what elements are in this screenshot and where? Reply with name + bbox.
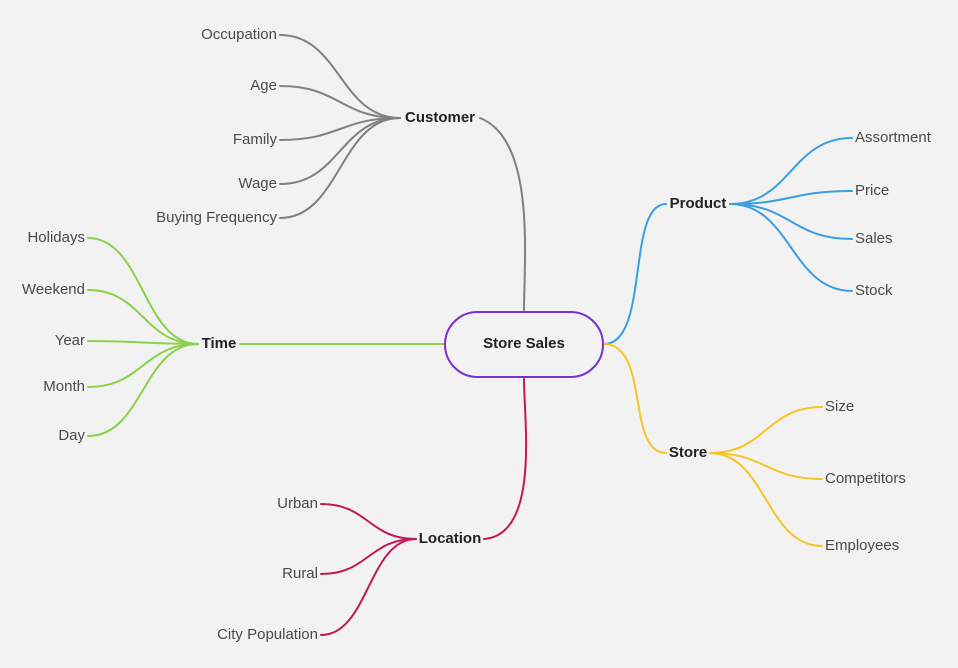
connector-store-leaf-1 [709,452,823,480]
connector-time-leaf-2 [87,340,199,345]
leaf-store-employees[interactable]: Employees [825,537,900,554]
leaf-store-competitors[interactable]: Competitors [825,470,906,487]
connector-product-leaf-0 [729,137,853,205]
connector-root-product [603,203,667,345]
connector-location-leaf-0 [320,503,417,540]
connector-product-leaf-1 [729,190,853,205]
branch-store[interactable]: Store [668,444,708,461]
leaf-time-day[interactable]: Day [58,427,85,444]
connector-location-leaf-2 [320,538,417,636]
connector-product-leaf-2 [729,203,853,240]
leaf-customer-wage[interactable]: Wage [238,175,277,192]
connector-customer-leaf-0 [279,34,401,119]
root-node[interactable] [444,311,604,378]
connector-customer-leaf-1 [279,85,401,119]
leaf-time-month[interactable]: Month [43,378,85,395]
branch-customer[interactable]: Customer [404,109,476,126]
connector-time-leaf-0 [87,237,199,345]
leaf-customer-occupation[interactable]: Occupation [201,26,277,43]
connector-customer-leaf-4 [279,117,401,219]
leaf-product-assortment[interactable]: Assortment [855,129,931,146]
connector-customer-leaf-2 [279,117,401,141]
leaf-product-price[interactable]: Price [855,182,890,199]
leaf-location-city-population[interactable]: City Population [217,626,318,643]
root-label[interactable]: Store Sales [483,335,565,352]
branch-location[interactable]: Location [418,530,482,547]
leaf-time-weekend[interactable]: Weekend [21,281,85,298]
leaf-customer-family[interactable]: Family [232,131,277,148]
leaf-product-stock[interactable]: Stock [855,282,893,299]
leaf-customer-age[interactable]: Age [250,77,277,94]
connector-root-location [483,378,528,540]
connector-time-leaf-3 [87,343,199,388]
connector-store-leaf-0 [709,406,823,454]
connector-product-leaf-3 [729,203,853,292]
connector-customer-leaf-3 [279,117,401,185]
leaf-location-rural[interactable]: Rural [282,565,318,582]
leaf-time-year[interactable]: Year [54,332,85,349]
connector-root-store [603,343,667,454]
leaf-time-holidays[interactable]: Holidays [27,229,85,246]
leaf-product-sales[interactable]: Sales [855,230,893,247]
connector-store-leaf-2 [709,452,823,547]
connector-time-leaf-4 [87,343,199,437]
connector-root-customer [479,117,527,311]
leaf-store-size[interactable]: Size [825,398,855,415]
leaf-location-urban[interactable]: Urban [277,495,318,512]
branch-product[interactable]: Product [669,195,727,212]
connector-location-leaf-1 [320,538,417,575]
leaf-customer-buying-frequency[interactable]: Buying Frequency [156,209,277,226]
connector-time-leaf-1 [87,289,199,345]
branch-time[interactable]: Time [201,335,237,352]
